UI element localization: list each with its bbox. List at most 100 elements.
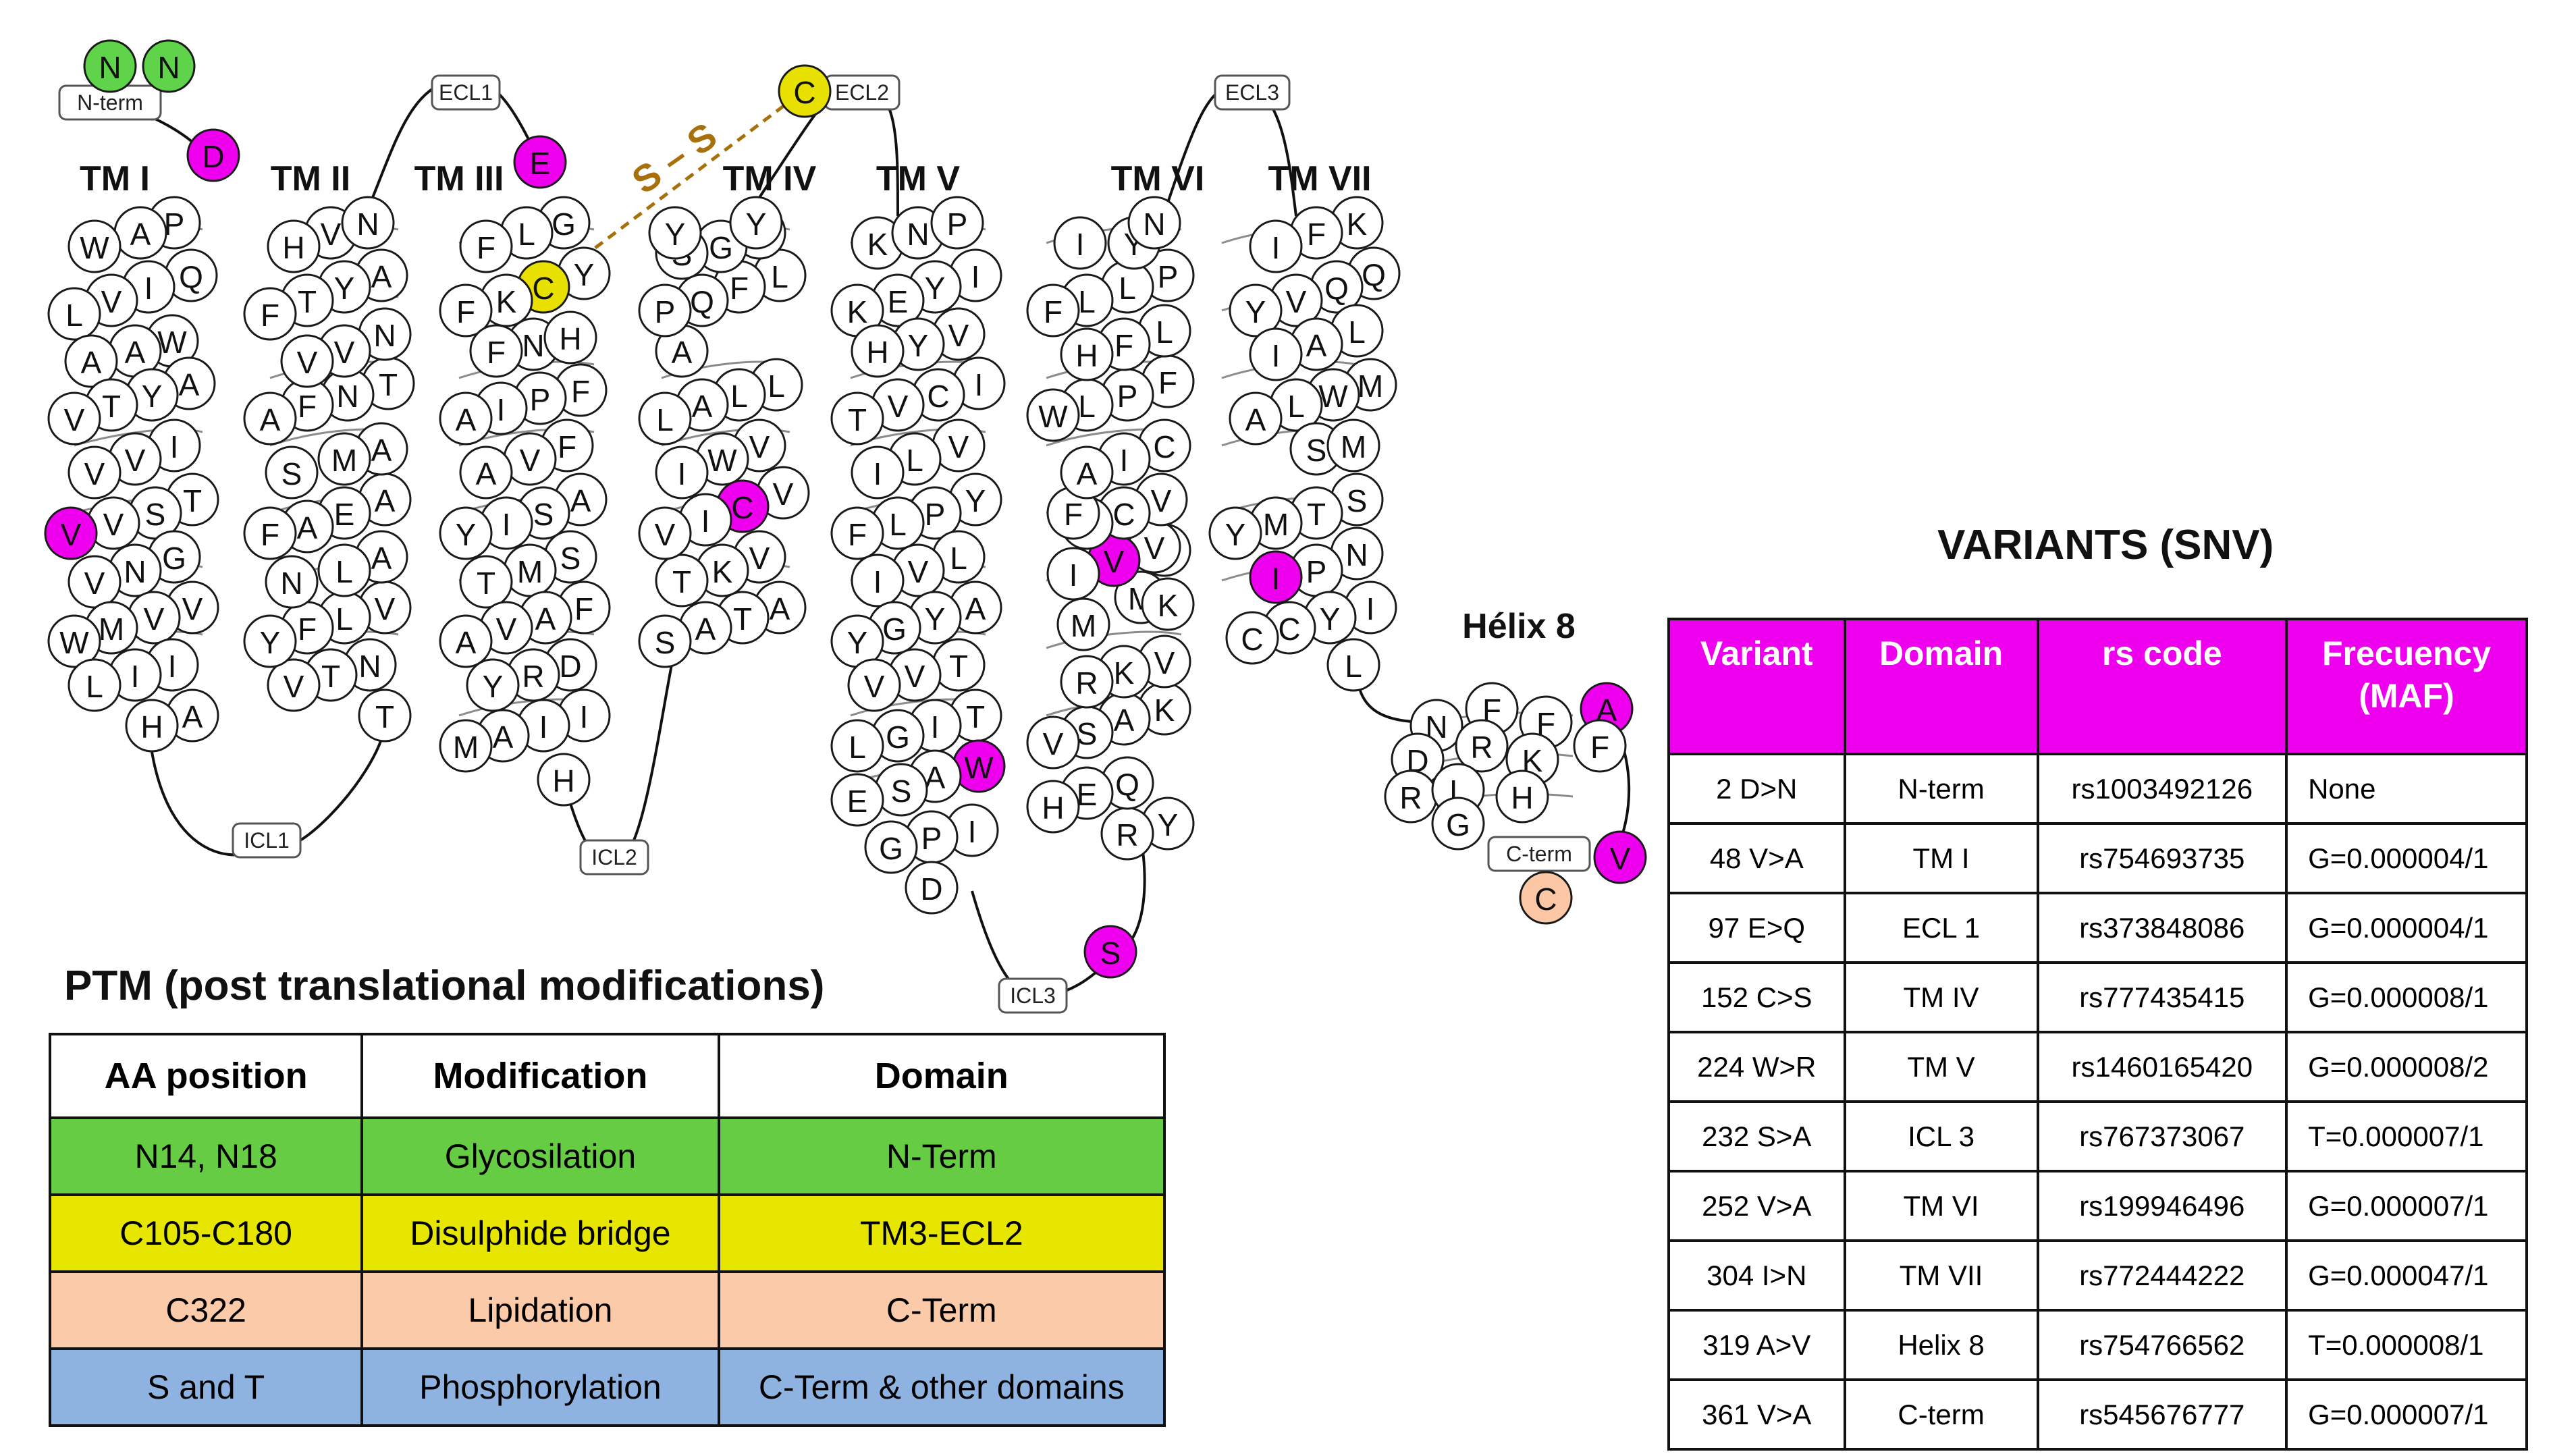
residue-circle <box>1431 797 1485 851</box>
residue-letter: W <box>59 625 89 660</box>
residue-icl3-1: S <box>1083 925 1137 979</box>
residue-letter: V <box>905 659 925 694</box>
variant-cell: rs373848086 <box>2036 892 2288 964</box>
residue-tm5-12: C <box>911 368 965 422</box>
residue-circle <box>847 658 901 712</box>
svg-text:ECL1: ECL1 <box>439 80 493 105</box>
variant-cell: None <box>2285 753 2528 825</box>
residue-letter: S <box>1100 936 1121 971</box>
residue-tm3-20: I <box>479 496 533 550</box>
residue-letter: H <box>1042 790 1064 826</box>
residue-tm4-23: P <box>638 284 692 338</box>
residue-letter: V <box>520 443 541 478</box>
residue-tm4-10: I <box>678 493 732 547</box>
residue-letter: T <box>379 367 398 402</box>
residue-circle <box>1056 597 1110 651</box>
residue-tm6-23: F <box>1046 486 1100 540</box>
residue-circle <box>466 658 520 712</box>
residue-tm1-31: L <box>68 658 122 712</box>
residue-letter: K <box>1154 693 1175 728</box>
residue-letter: A <box>965 591 986 626</box>
residue-letter: I <box>497 392 506 427</box>
ptm-cell: Lipidation <box>360 1270 720 1350</box>
residue-letter: Y <box>847 625 868 660</box>
residue-tm1-10: A <box>64 334 118 388</box>
residue-letter: T <box>375 699 394 734</box>
residue-circle <box>186 128 240 182</box>
residue-letter: V <box>84 566 105 601</box>
residue-letter: E <box>847 784 868 819</box>
residue-tm6-12: R <box>1060 655 1114 709</box>
residue-tm1-14: V <box>47 392 101 446</box>
residue-tm5-3: P <box>930 196 984 250</box>
residue-letter: W <box>157 325 187 360</box>
residue-circle <box>1495 770 1549 824</box>
variant-cell: C-term <box>1843 1378 2039 1451</box>
residue-letter: S <box>281 456 302 491</box>
residue-letter: Q <box>179 259 203 294</box>
residue-letter: Y <box>483 669 504 704</box>
residue-tm1-17: V <box>68 446 122 500</box>
residue-letter: C <box>1278 612 1300 647</box>
residue-tm5-20: L <box>871 496 925 550</box>
residue-letter: M <box>1341 429 1366 464</box>
residue-letter: S <box>655 625 676 660</box>
residue-letter: A <box>493 720 514 755</box>
residue-helix8-9: R <box>1384 770 1438 824</box>
residue-tm6-31: L <box>1137 304 1191 358</box>
residue-circle <box>1026 780 1080 834</box>
residue-circle <box>1326 419 1380 473</box>
residue-letter: E <box>1077 777 1098 812</box>
residue-letter: M <box>1358 369 1383 404</box>
residue-circle <box>1249 550 1303 604</box>
residue-letter: A <box>456 402 477 437</box>
residue-tm1-2: A <box>113 206 167 260</box>
residue-letter: I <box>1366 591 1375 626</box>
residue-circle <box>1229 392 1283 446</box>
residue-circle <box>280 334 334 388</box>
residue-helix8-8: F <box>1573 719 1627 773</box>
residue-tm2-15: F <box>243 506 297 560</box>
residue-letter: W <box>1038 399 1068 434</box>
residue-letter: L <box>768 369 785 404</box>
residue-tm5-30: V <box>888 648 942 702</box>
residue-tm5-39: E <box>830 773 884 827</box>
residue-letter: F <box>487 335 506 370</box>
icl3-tag: ICL3 <box>998 977 1068 1014</box>
variant-cell: G=0.000047/1 <box>2285 1239 2528 1312</box>
residue-letter: C <box>1534 882 1557 917</box>
ptm-header-cell: Modification <box>360 1033 720 1119</box>
residue-letter: A <box>672 335 693 370</box>
ptm-header-cell: AA position <box>48 1033 364 1119</box>
residue-letter: C <box>793 75 815 110</box>
residue-tm7-14: A <box>1229 392 1283 446</box>
residue-letter: I <box>971 259 980 294</box>
residue-letter: N <box>99 50 121 85</box>
residue-letter: Y <box>746 207 767 242</box>
residue-tm2-1: T <box>358 689 412 743</box>
residue-letter: L <box>335 601 353 637</box>
residue-nloop-1: D <box>186 128 240 182</box>
residue-letter: E <box>530 146 551 181</box>
residue-circle <box>1026 716 1080 770</box>
residue-tm6-30: W <box>1026 388 1080 442</box>
ptm-cell: N-Term <box>717 1116 1166 1196</box>
tm4-label: TM IV <box>723 159 817 198</box>
residue-tm4-27: Y <box>729 196 783 250</box>
residue-letter: F <box>574 591 593 626</box>
residue-letter: A <box>1306 328 1327 363</box>
residue-letter: P <box>921 821 942 856</box>
residue-letter: N <box>522 328 544 363</box>
variant-cell: rs199946496 <box>2036 1170 2288 1242</box>
residue-letter: H <box>140 709 163 745</box>
ptm-title: PTM (post translational modifications) <box>64 963 825 1009</box>
residue-tm6-27: F <box>1141 354 1195 408</box>
residue-nterm-2: N <box>142 39 196 93</box>
residue-tm3-28: A <box>439 614 493 668</box>
residue-letter: N <box>280 566 302 601</box>
residue-circle <box>1593 830 1647 884</box>
